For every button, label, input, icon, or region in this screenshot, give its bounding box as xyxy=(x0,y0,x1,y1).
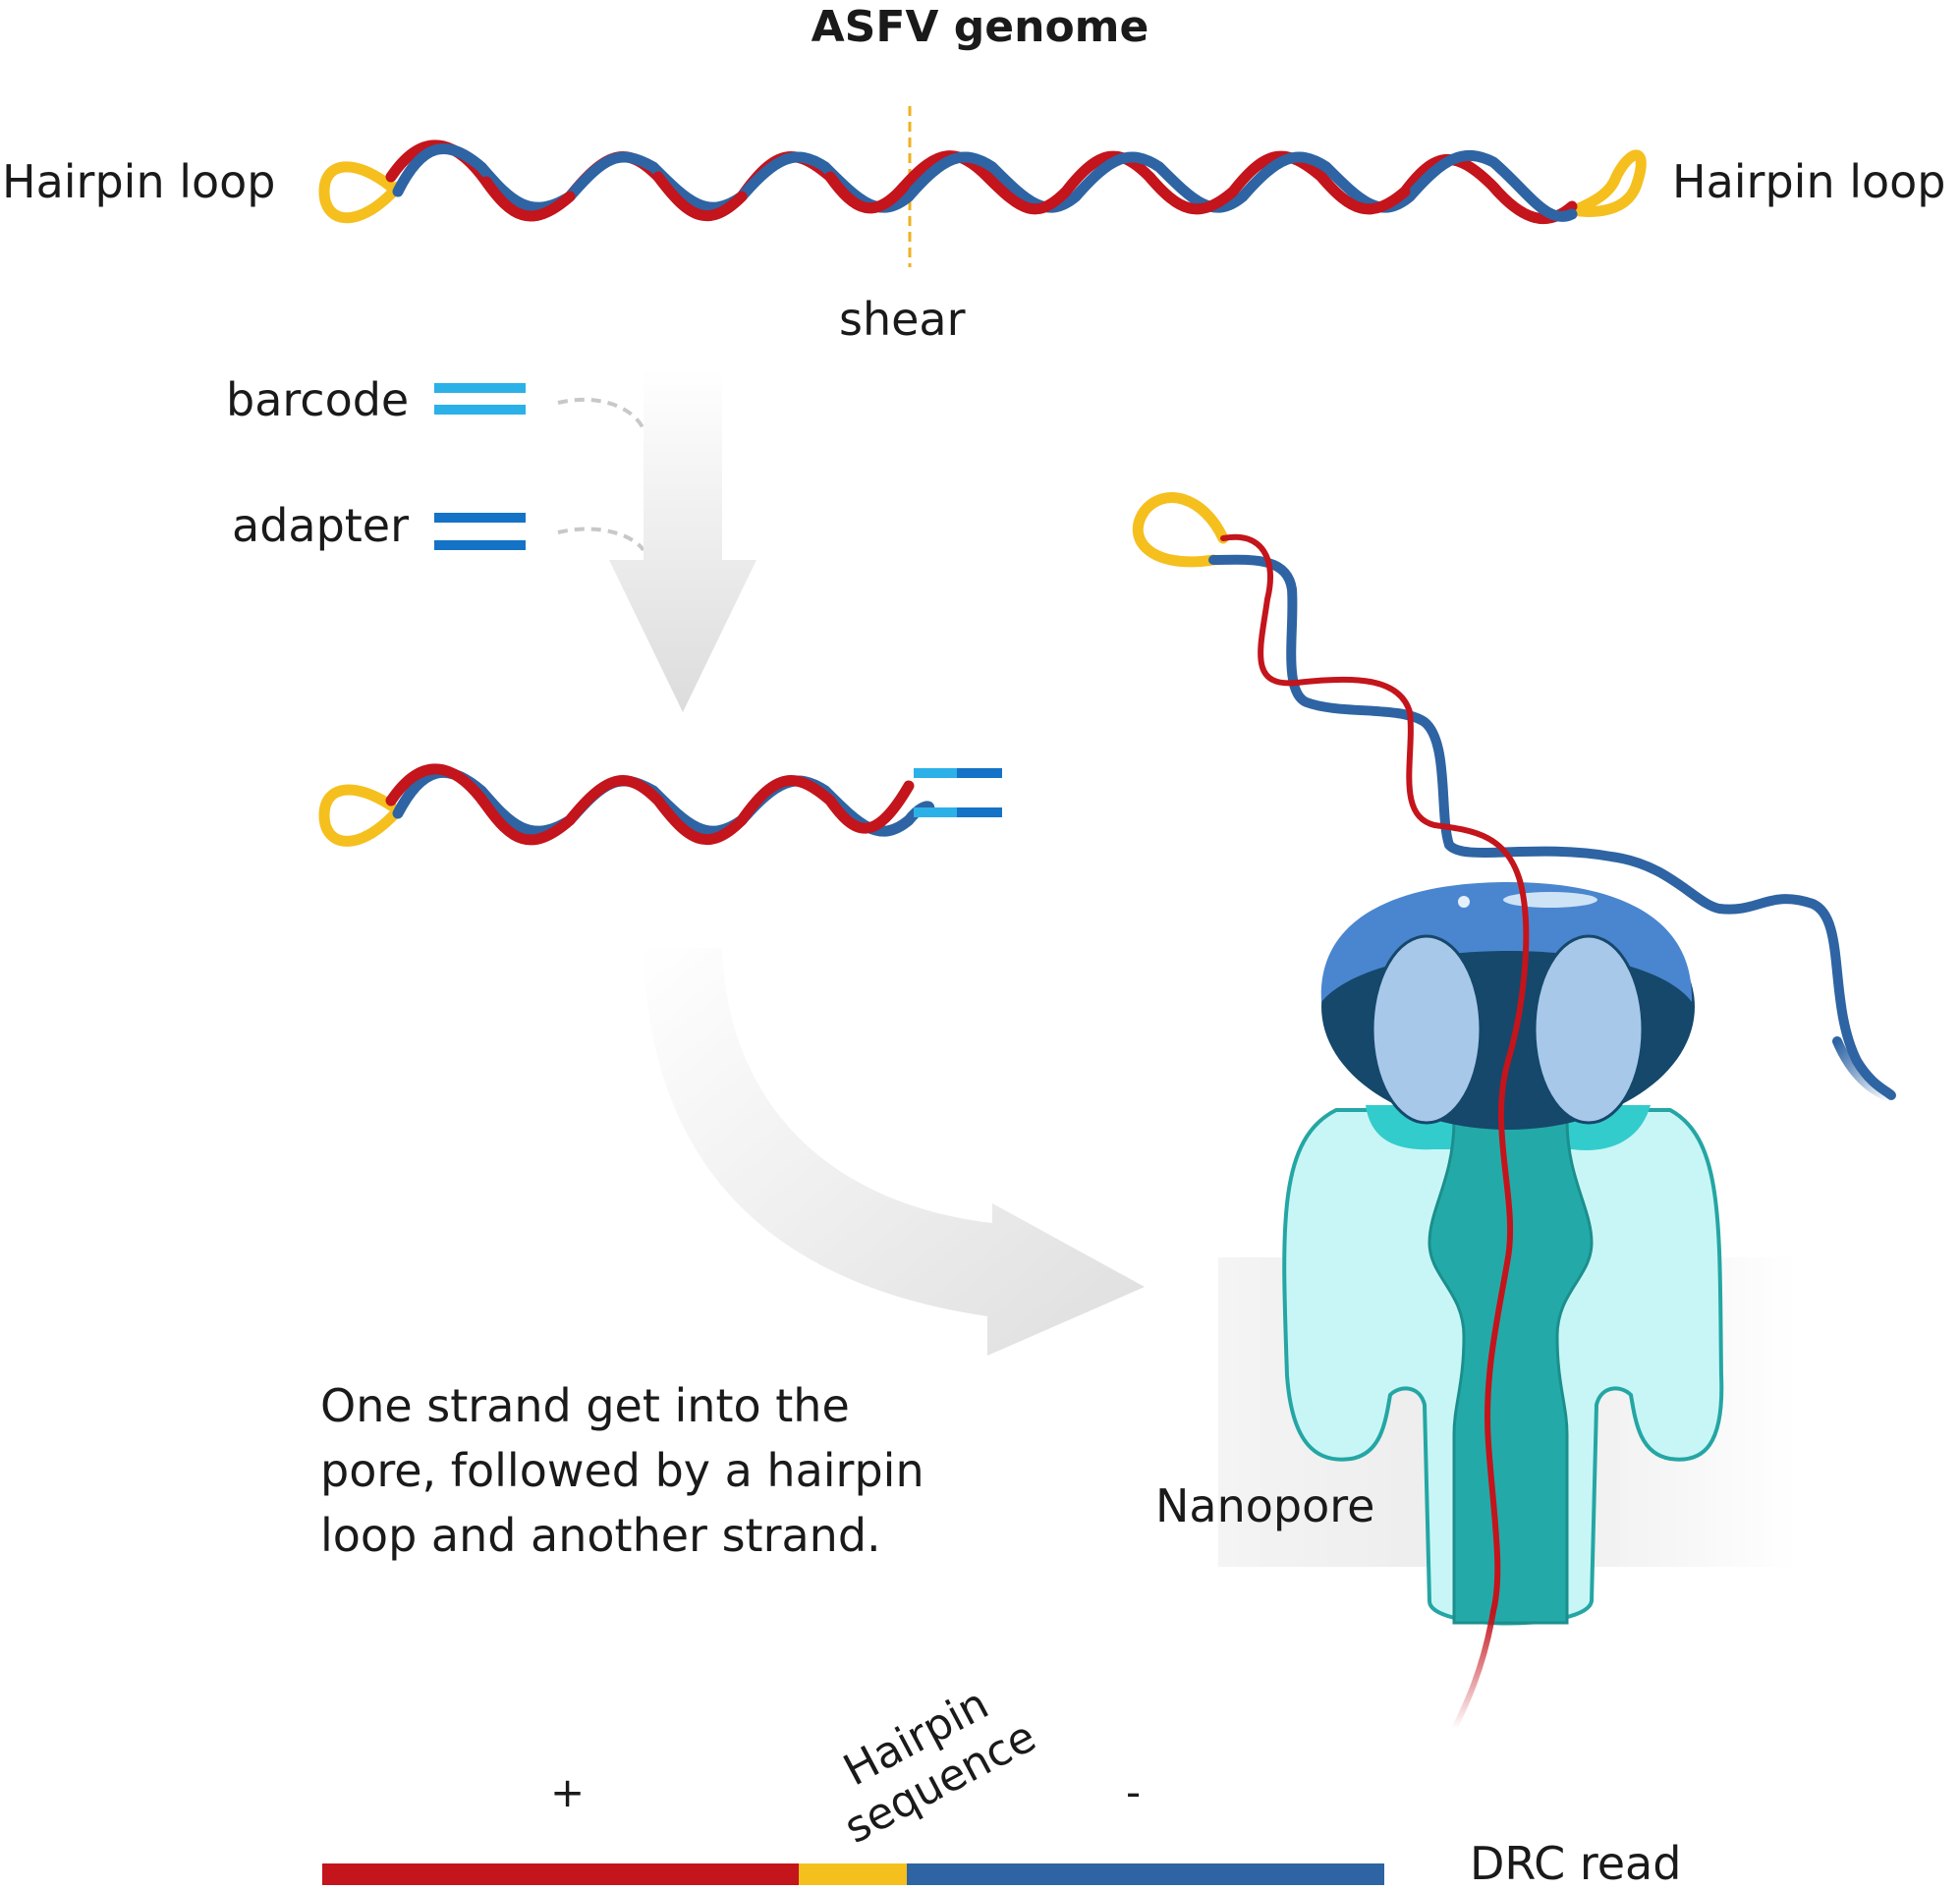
hairpin-loop-fragment xyxy=(318,784,404,847)
strand-plus-tail xyxy=(1451,1608,1496,1732)
drc-segment-minus xyxy=(907,1863,1384,1885)
adapter-connector xyxy=(557,527,645,552)
strand-minus-translocating xyxy=(1208,554,1896,1100)
strand-minus-tail xyxy=(1832,1036,1896,1103)
fragment-barcode-adapter xyxy=(914,768,1002,817)
down-arrow xyxy=(609,368,756,712)
nanopore-label: Nanopore xyxy=(1155,1479,1375,1532)
barcode-label: barcode xyxy=(226,373,410,426)
dna-translocating xyxy=(1208,533,1896,1732)
shear-label: shear xyxy=(839,293,966,346)
adapter-symbol xyxy=(434,513,526,550)
drc-read-bar xyxy=(322,1863,1384,1885)
hairpin-loop-translocating xyxy=(1132,492,1229,568)
nanopore xyxy=(1282,882,1724,1626)
adapter-label: adapter xyxy=(232,499,410,552)
plus-strand-label: + xyxy=(550,1768,586,1816)
pore-highlight-dot xyxy=(1458,896,1470,908)
barcode-connector xyxy=(557,397,645,430)
pore-lobe-left xyxy=(1371,934,1483,1125)
pore-channel xyxy=(1428,1118,1594,1625)
strand-plus-translocating xyxy=(1220,533,1530,1614)
barcode-symbol xyxy=(434,383,526,415)
hairpin-loop-left-label: Hairpin loop xyxy=(2,155,276,208)
curved-arrow xyxy=(644,948,1145,1356)
diagram-title: ASFV genome xyxy=(811,2,1149,52)
hairpin-loop-right xyxy=(1566,149,1647,217)
hairpin-loop-right-label: Hairpin loop xyxy=(1672,155,1946,208)
drc-segment-plus xyxy=(322,1863,799,1885)
strand-plus-fragment xyxy=(385,763,915,846)
drc-segment-hairpin xyxy=(799,1863,907,1885)
dna-genome-top xyxy=(385,139,1578,225)
dna-fragment xyxy=(385,763,935,846)
drc-read-label: DRC read xyxy=(1470,1837,1682,1890)
hairpin-loop-left xyxy=(318,161,404,224)
minus-strand-label: - xyxy=(1126,1768,1142,1816)
description-text: One strand get into the pore, followed b… xyxy=(320,1379,924,1562)
pore-cap-top xyxy=(1320,882,1693,1002)
pore-highlight xyxy=(1503,892,1597,908)
strand-minus-top xyxy=(392,142,1578,222)
pore-lobe-right xyxy=(1533,934,1645,1125)
